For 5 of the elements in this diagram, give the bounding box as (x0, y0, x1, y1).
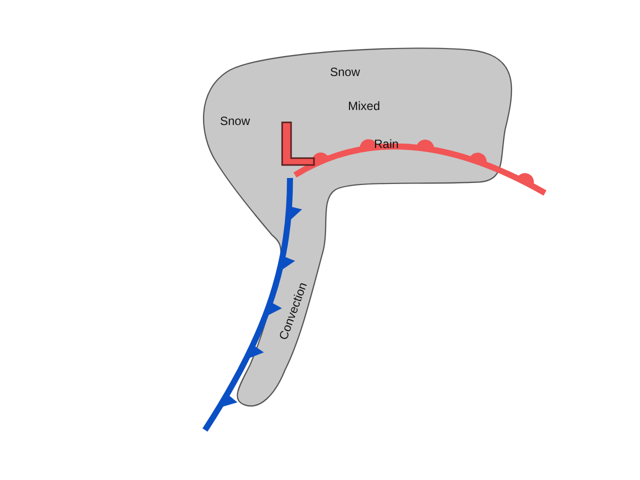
area-label: Snow (220, 114, 250, 128)
area-label: Mixed (348, 99, 380, 113)
area-label: Rain (374, 137, 399, 151)
area-label: Snow (330, 65, 360, 79)
low-pressure-symbol: L (278, 114, 316, 176)
